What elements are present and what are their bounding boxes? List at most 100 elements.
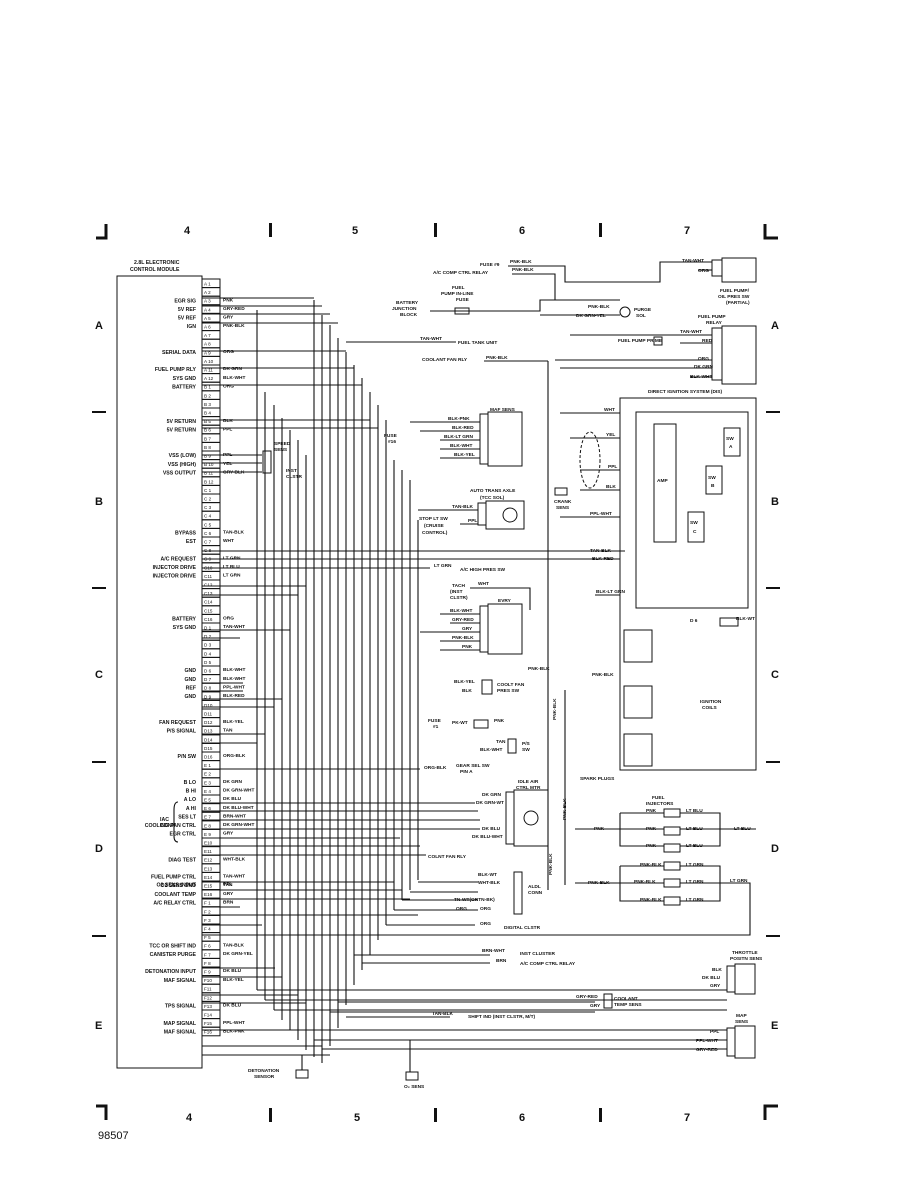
- svg-text:FUEL: FUEL: [452, 285, 465, 291]
- svg-text:GRY-RED: GRY-RED: [696, 1047, 718, 1053]
- svg-text:PK-WT: PK-WT: [452, 720, 468, 726]
- svg-text:LT GRN: LT GRN: [686, 862, 704, 868]
- ecm-function-label: COOLANT TEMP: [155, 892, 197, 898]
- ecm-pin-label: A 4: [204, 307, 211, 312]
- ecm-function-label: GND: [184, 677, 196, 683]
- svg-text:TACH: TACH: [452, 583, 466, 589]
- svg-text:GRY: GRY: [462, 626, 473, 632]
- svg-text:PNK-BLK: PNK-BLK: [512, 267, 534, 273]
- ecm-pin-label: F 5: [204, 935, 211, 940]
- svg-text:YEL: YEL: [606, 432, 615, 438]
- svg-text:CLSTR): CLSTR): [450, 595, 468, 601]
- ecm-wire-color: DK BLU: [223, 968, 242, 974]
- ecm-pin-label: D 1: [204, 626, 212, 631]
- grid-row-label: D: [95, 843, 103, 855]
- ecm-function-label: BYPASS: [175, 531, 196, 537]
- ecm-wire-color: BLK-YEL: [223, 977, 244, 983]
- ecm-wire-color: DK GRN-WHT: [223, 788, 255, 794]
- svg-text:CONN: CONN: [528, 890, 543, 896]
- grid-row-label: A: [771, 320, 779, 332]
- ecm-pin-label: D 9: [204, 694, 212, 699]
- svg-text:TAN-BLK: TAN-BLK: [452, 504, 473, 510]
- svg-text:(TCC SOL): (TCC SOL): [480, 495, 505, 501]
- ecm-function-label: MAF SIGNAL: [164, 978, 197, 984]
- ecm-wire-color: TAN-WHT: [223, 874, 245, 880]
- spark-plugs-label: SPARK PLUGS: [580, 776, 615, 782]
- maf-sens-conn: [479, 413, 489, 465]
- svg-text:PPL-WHT: PPL-WHT: [696, 1038, 718, 1044]
- dis-sw-c: [687, 511, 705, 543]
- ecm-wire-color: WHT: [223, 538, 234, 544]
- ecm-function-label: GND: [184, 668, 196, 674]
- ecm-pin-label: F13: [204, 1004, 212, 1009]
- ecm-pin-label: E11: [204, 849, 212, 854]
- ecm-function-label: SERIAL DATA: [162, 350, 196, 356]
- svg-text:PNK-BLK: PNK-BLK: [640, 862, 662, 868]
- svg-text:BLK-LT GRN: BLK-LT GRN: [444, 434, 473, 440]
- grid-divider: [92, 761, 106, 763]
- ecm-pin-label: F 2: [204, 909, 211, 914]
- svg-text:BLK-WT: BLK-WT: [478, 872, 497, 878]
- svg-text:BLK: BLK: [606, 484, 616, 490]
- fuel-pump-oil-pres-sw-conn: [711, 259, 723, 277]
- svg-text:ORG: ORG: [456, 906, 467, 912]
- svg-text:DK BLU: DK BLU: [482, 826, 501, 832]
- svg-text:SW: SW: [690, 520, 698, 526]
- dis-sw-b: [705, 465, 723, 495]
- svg-text:ORG-BLK: ORG-BLK: [424, 765, 447, 771]
- ecm-pin-label: A 8: [204, 342, 211, 347]
- svg-text:WHT: WHT: [604, 407, 615, 413]
- svg-text:B: B: [711, 483, 715, 489]
- ecm-pin-label: B 11: [204, 471, 214, 476]
- ecm-pin-label: E 7: [204, 815, 211, 820]
- svg-text:MAP: MAP: [736, 1013, 747, 1019]
- ecm-pin-label: A 7: [204, 333, 211, 338]
- ecm-pin-label: B 3: [204, 402, 211, 407]
- map-sens-conn: [726, 1027, 736, 1057]
- svg-text:STOP LT SW: STOP LT SW: [419, 516, 448, 522]
- ecm-pin-label: E16: [204, 892, 213, 897]
- grid-divider: [599, 223, 602, 237]
- ecm-pin-label: A 12: [204, 376, 214, 381]
- svg-text:FUEL PUMP: FUEL PUMP: [698, 314, 726, 320]
- ecm-pin-label: F 6: [204, 944, 211, 949]
- ecm-pin-label: A 2: [204, 290, 211, 295]
- svg-text:TN-WT(ORTN-BK): TN-WT(ORTN-BK): [454, 897, 495, 903]
- svg-text:PRES SW: PRES SW: [497, 688, 520, 694]
- svg-text:SENS: SENS: [556, 505, 570, 511]
- svg-text:ORG: ORG: [698, 356, 709, 362]
- corner-mark-bottom-right: [763, 1104, 778, 1120]
- shift-ind-label: SHIFT IND (INST CLSTR, M/T): [468, 1014, 536, 1020]
- grid-divider: [434, 223, 437, 237]
- map-sens: [734, 1025, 756, 1059]
- tcc-sol-icon: [502, 507, 518, 523]
- svg-text:(CRUISE: (CRUISE: [424, 523, 445, 529]
- ecm-wire-color: BRN-WHT: [223, 813, 246, 819]
- ecm-function-label: INJECTOR DRIVE: [153, 565, 197, 571]
- svg-text:PUMP IN-LINE: PUMP IN-LINE: [441, 291, 474, 297]
- svg-text:WHT-BLK: WHT-BLK: [478, 880, 501, 886]
- ecm-pin-label: B 8: [204, 445, 211, 450]
- ecm-pin-label: C13: [204, 591, 213, 596]
- tps-conn: [726, 965, 736, 993]
- ecm-function-label: DETONATION INPUT: [145, 969, 197, 975]
- ecm-pin-label: E13: [204, 866, 213, 871]
- svg-text:BLK-PNK: BLK-PNK: [448, 416, 470, 422]
- evry-label: EVRY: [498, 598, 512, 604]
- ecm-pin-label: D12: [204, 720, 213, 725]
- grid-divider: [766, 587, 780, 589]
- svg-text:TAN-WHT: TAN-WHT: [680, 329, 702, 335]
- grid-col-label: 4: [184, 225, 191, 237]
- ecm-function-label: 5V RETURN: [167, 427, 197, 433]
- ecm-pin-label: E 3: [204, 780, 211, 785]
- ign-coil-3: [623, 733, 653, 767]
- iac-motor-icon: [523, 810, 539, 826]
- svg-text:PNK-BLK: PNK-BLK: [588, 304, 610, 310]
- ecm-title: CONTROL MODULE: [130, 267, 180, 273]
- ecm-wire-color: LT BLU: [223, 564, 240, 570]
- ecm-pin-label: F 9: [204, 970, 211, 975]
- grid-divider: [766, 761, 780, 763]
- fuel-pump-oil-pres-sw: [721, 257, 757, 283]
- svg-text:CRANK: CRANK: [554, 499, 572, 505]
